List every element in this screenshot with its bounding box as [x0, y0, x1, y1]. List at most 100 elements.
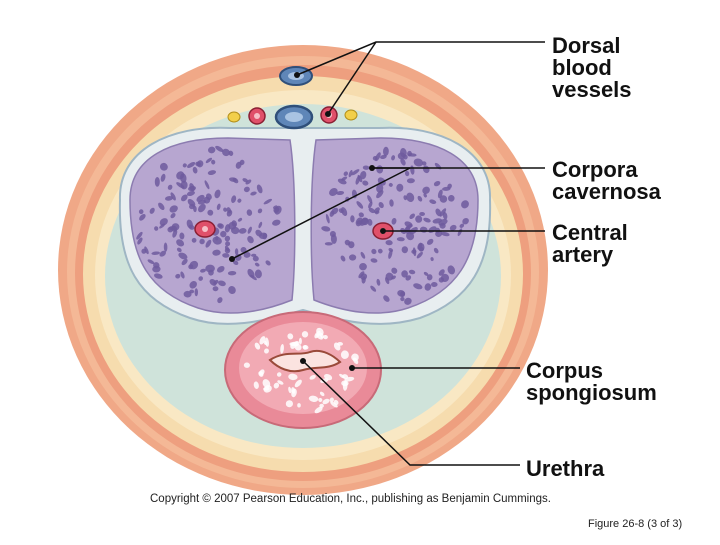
- cavernous-space: [388, 249, 393, 259]
- cavernous-space: [343, 171, 349, 177]
- cavernous-space: [196, 194, 205, 202]
- cavernous-space: [360, 170, 367, 180]
- cavernous-space: [383, 295, 390, 302]
- cavernous-space: [258, 221, 263, 229]
- cavernous-space: [254, 262, 260, 267]
- cavernous-space: [163, 242, 168, 252]
- cavernous-space: [422, 161, 427, 166]
- cavernous-space: [139, 213, 146, 221]
- cavernous-space: [170, 192, 176, 201]
- cavernous-space: [165, 196, 173, 201]
- cavernous-space: [376, 190, 384, 199]
- cavernous-space: [302, 345, 308, 350]
- leader-urethra: [302, 360, 520, 466]
- cavernous-space: [265, 337, 269, 347]
- figure-caption: Figure 26-8 (3 of 3): [588, 518, 683, 530]
- cavernous-space: [176, 239, 185, 247]
- cavernous-space: [426, 274, 433, 281]
- cavernous-space: [294, 379, 302, 388]
- cavernous-space: [224, 235, 231, 242]
- cavernous-space: [422, 186, 430, 195]
- cavernous-space: [247, 226, 252, 234]
- cavernous-space: [263, 198, 273, 205]
- cavernous-space: [376, 278, 381, 286]
- cavernous-space: [324, 242, 333, 246]
- cavernous-space: [316, 327, 324, 336]
- cavernous-space: [442, 212, 448, 220]
- cavernous-space: [401, 246, 409, 254]
- cavernous-space: [372, 156, 378, 161]
- cavernous-space: [214, 189, 221, 199]
- cavernous-space: [289, 342, 296, 347]
- cavernous-space: [287, 333, 294, 340]
- cavernous-space: [250, 274, 257, 281]
- cavernous-space: [138, 209, 144, 215]
- cavernous-space: [288, 386, 292, 394]
- cavernous-space: [368, 207, 375, 214]
- cavernous-space: [189, 260, 199, 270]
- cavernous-space: [200, 268, 206, 273]
- cavernous-space: [400, 291, 406, 298]
- cavernous-space: [212, 236, 222, 245]
- cavernous-space: [207, 170, 217, 176]
- cavernous-space: [424, 283, 432, 291]
- cavernous-space: [337, 178, 347, 185]
- cavernous-space: [216, 203, 221, 211]
- dorsal-nerve-left: [227, 111, 241, 123]
- cavernous-space: [159, 250, 166, 257]
- cavernous-space: [344, 239, 351, 246]
- cavernous-space: [217, 265, 225, 273]
- cavernous-space: [192, 166, 198, 174]
- cavernous-space: [447, 265, 456, 275]
- cavernous-space: [288, 373, 298, 381]
- cavernous-space: [154, 226, 159, 231]
- cavernous-space: [285, 400, 293, 408]
- cavernous-space: [388, 182, 393, 187]
- cavernous-space: [272, 219, 281, 226]
- cavernous-space: [413, 158, 424, 167]
- cavernous-space: [265, 260, 271, 266]
- cavernous-space: [250, 191, 257, 196]
- cavernous-space: [314, 406, 323, 414]
- cavernous-space: [154, 177, 160, 187]
- cavernous-space: [427, 238, 434, 245]
- cavernous-space: [191, 237, 197, 243]
- cavernous-space: [276, 372, 282, 377]
- cavernous-space: [168, 226, 176, 231]
- cavernous-space: [408, 269, 416, 275]
- cavernous-space: [187, 162, 196, 168]
- cavernous-space: [400, 148, 407, 158]
- cavernous-space: [252, 255, 259, 262]
- cavernous-space: [231, 195, 237, 204]
- cavernous-space: [333, 342, 341, 351]
- cavernous-space: [389, 199, 394, 207]
- cavernous-space: [367, 195, 373, 204]
- cavernous-space: [324, 374, 333, 381]
- cavernous-space: [228, 221, 237, 230]
- cavernous-space: [237, 198, 242, 203]
- cavernous-space: [350, 215, 355, 223]
- cavernous-spaces-right: [321, 146, 469, 305]
- cavernous-space: [189, 183, 195, 192]
- cavernous-space: [224, 247, 231, 254]
- cavernous-space: [416, 251, 423, 259]
- cavernous-space: [405, 275, 412, 281]
- cavernous-space: [322, 334, 328, 340]
- cavernous-space: [189, 203, 195, 210]
- cavernous-space: [329, 187, 338, 197]
- spongiosum-spaces: [243, 327, 359, 414]
- cavernous-space: [340, 350, 349, 359]
- cavernous-space: [430, 257, 434, 262]
- cavernous-space: [188, 224, 195, 230]
- cavernous-space: [439, 208, 447, 217]
- cavernous-space: [205, 239, 212, 248]
- cavernous-space: [367, 218, 373, 226]
- cavernous-space: [301, 331, 309, 338]
- cavernous-space: [149, 207, 155, 214]
- cavernous-space: [212, 249, 221, 256]
- cavernous-space: [431, 281, 438, 288]
- cavernous-space: [391, 267, 398, 274]
- cavernous-space: [160, 173, 166, 182]
- cavernous-space: [264, 348, 269, 354]
